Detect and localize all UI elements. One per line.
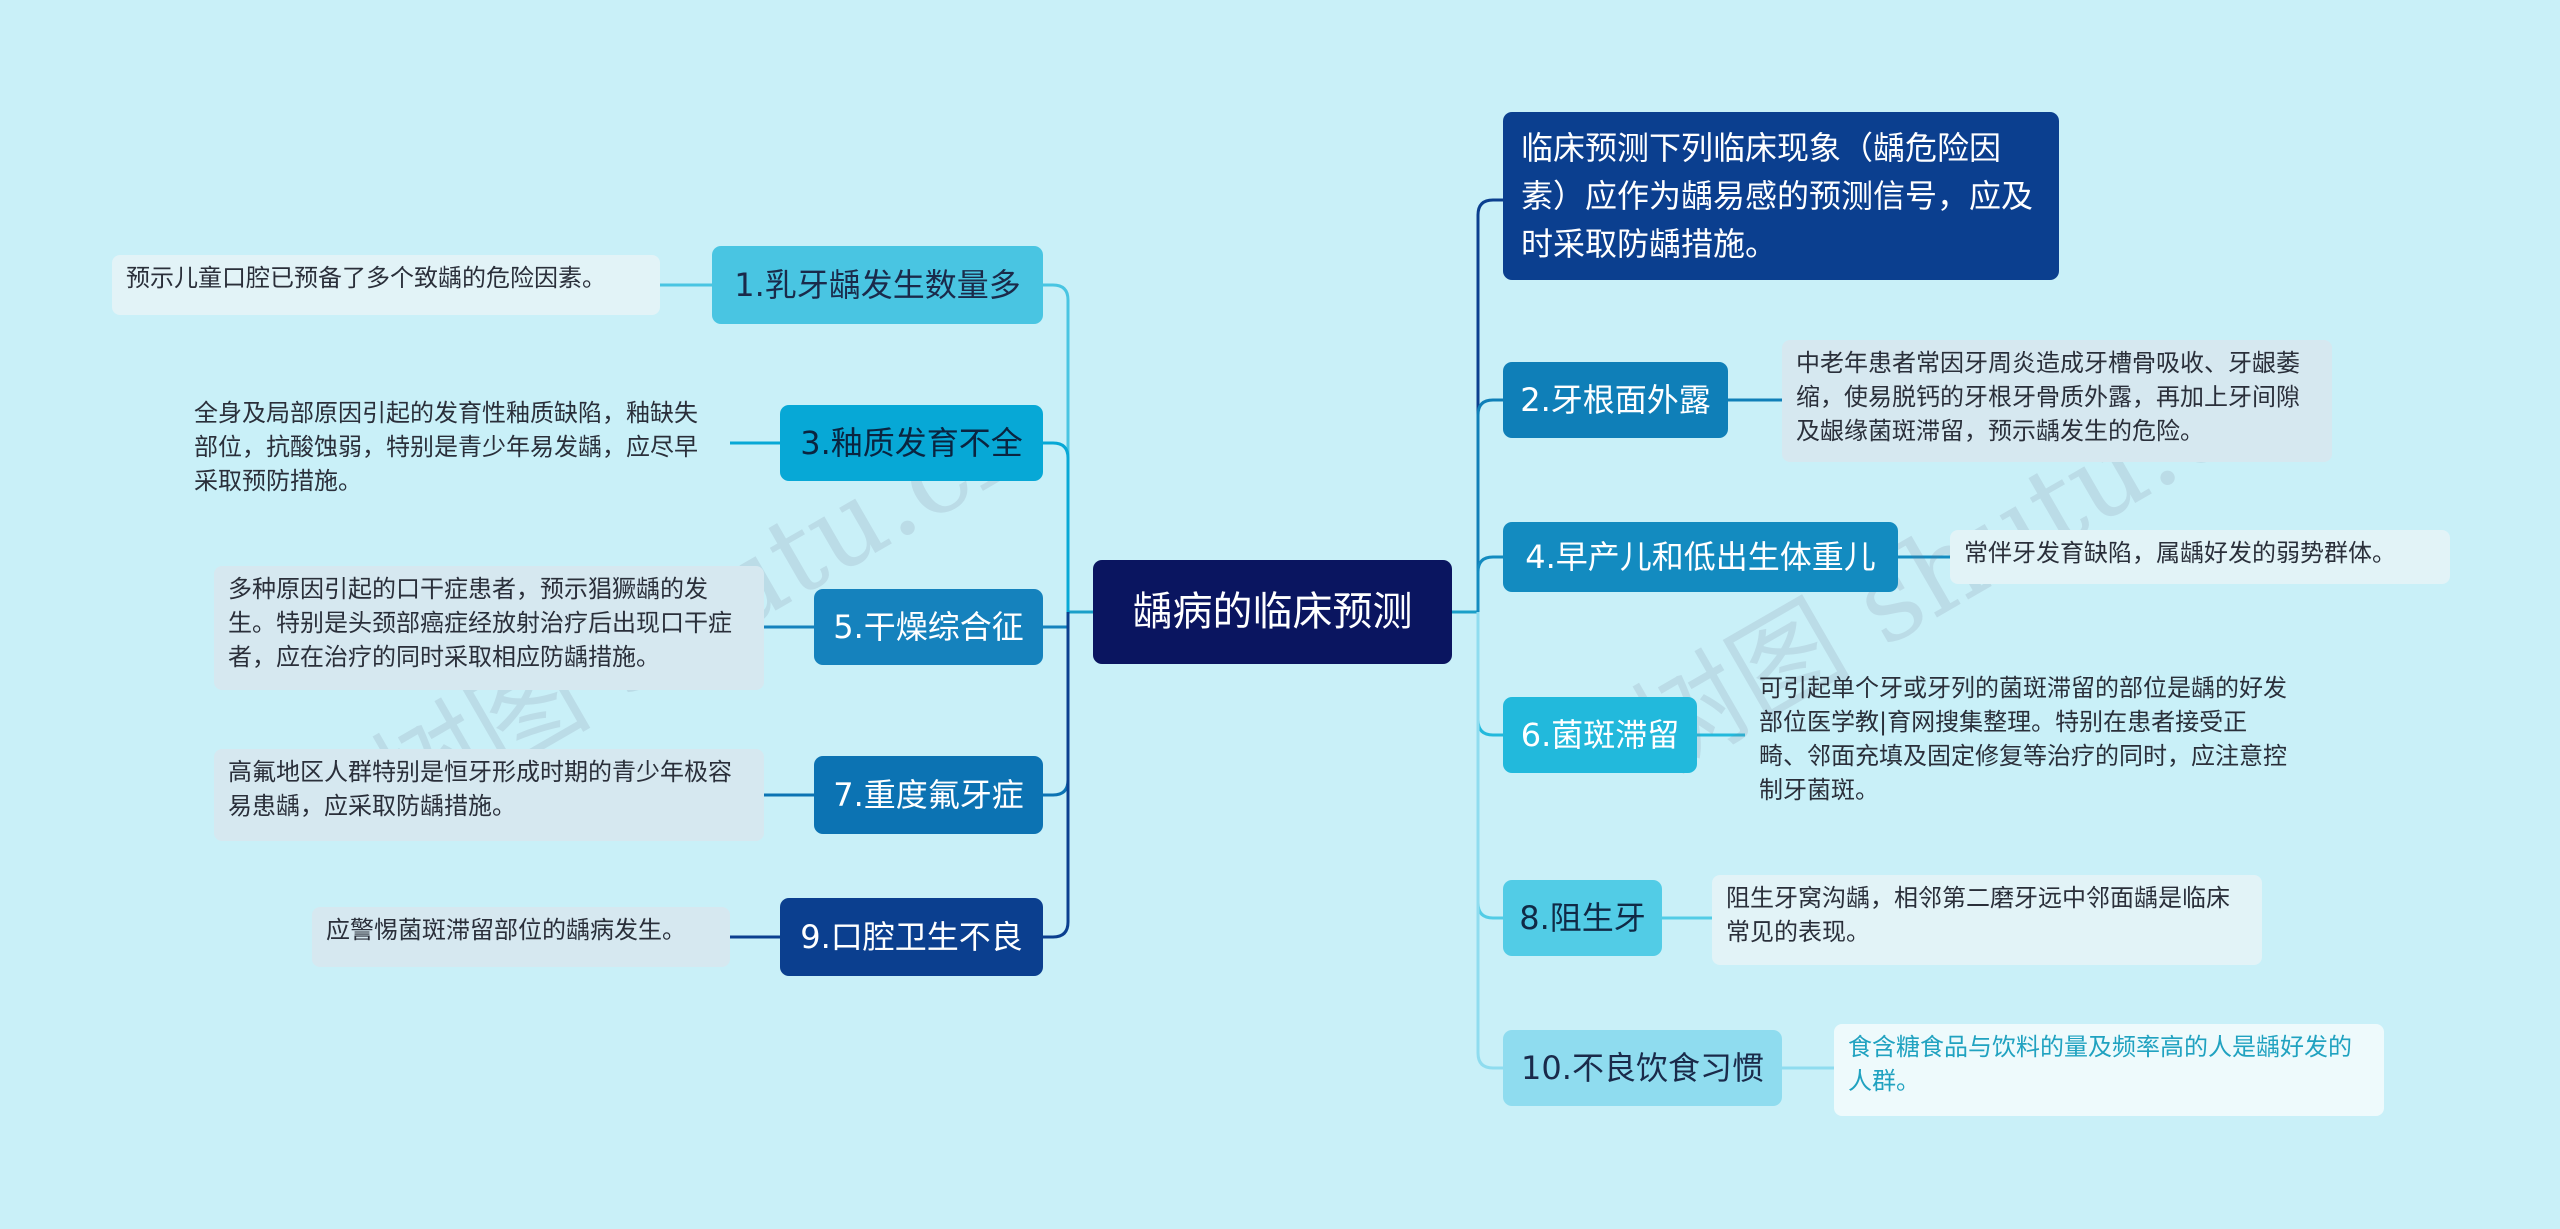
topic-9[interactable]: 9.口腔卫生不良	[780, 898, 1043, 976]
note-2: 中老年患者常因牙周炎造成牙槽骨吸收、牙龈萎缩，使易脱钙的牙根牙骨质外露，再加上牙…	[1782, 340, 2332, 462]
connector-left-1	[1043, 283, 1070, 612]
topic-6[interactable]: 6.菌斑滞留	[1503, 697, 1697, 773]
note-5: 多种原因引起的口干症患者，预示猖獗龋的发生。特别是头颈部癌症经放射治疗后出现口干…	[214, 566, 764, 690]
connector-right-8	[1476, 612, 1503, 920]
center-topic[interactable]: 龋病的临床预测	[1093, 560, 1452, 664]
connector-right-4	[1476, 555, 1503, 612]
topic-1[interactable]: 1.乳牙龋发生数量多	[712, 246, 1043, 324]
note-1: 预示儿童口腔已预备了多个致龋的危险因素。	[112, 255, 660, 315]
connector-right-2	[1476, 398, 1503, 612]
note-6: 可引起单个牙或牙列的菌斑滞留的部位是龋的好发部位医学教|育网搜集整理。特别在患者…	[1759, 674, 2287, 804]
note-8: 阻生牙窝沟龋，相邻第二磨牙远中邻面龋是临床常见的表现。	[1712, 875, 2262, 965]
topic-2[interactable]: 2.牙根面外露	[1503, 362, 1728, 438]
topic-3[interactable]: 3.釉质发育不全	[780, 405, 1043, 481]
topic-intro[interactable]: 临床预测下列临床现象（龋危险因素）应作为龋易感的预测信号，应及时采取防龋措施。	[1503, 112, 2059, 280]
note-10: 食含糖食品与饮料的量及频率高的人是龋好发的人群。	[1834, 1024, 2384, 1116]
connector-left-9	[1043, 612, 1070, 939]
note-9: 应警惕菌斑滞留部位的龋病发生。	[312, 907, 730, 967]
note-4: 常伴牙发育缺陷，属龋好发的弱势群体。	[1950, 530, 2450, 584]
note-7: 高氟地区人群特别是恒牙形成时期的青少年极容易患龋，应采取防龋措施。	[214, 749, 764, 841]
connector-right-1	[1476, 198, 1503, 612]
connector-left-3	[1043, 441, 1070, 612]
topic-4[interactable]: 4.早产儿和低出生体重儿	[1503, 522, 1898, 592]
topic-8[interactable]: 8.阻生牙	[1503, 880, 1662, 956]
connector-right-10	[1476, 612, 1503, 1070]
connector-left-5	[1043, 612, 1070, 629]
topic-10[interactable]: 10.不良饮食习惯	[1503, 1030, 1782, 1106]
topic-7[interactable]: 7.重度氟牙症	[814, 756, 1043, 834]
note-3: 全身及局部原因引起的发育性釉质缺陷，釉缺失部位，抗酸蚀弱，特别是青少年易发龋，应…	[194, 399, 698, 495]
connector-right-6	[1476, 612, 1503, 737]
topic-5[interactable]: 5.干燥综合征	[814, 589, 1043, 665]
connector-left-7	[1043, 612, 1070, 797]
